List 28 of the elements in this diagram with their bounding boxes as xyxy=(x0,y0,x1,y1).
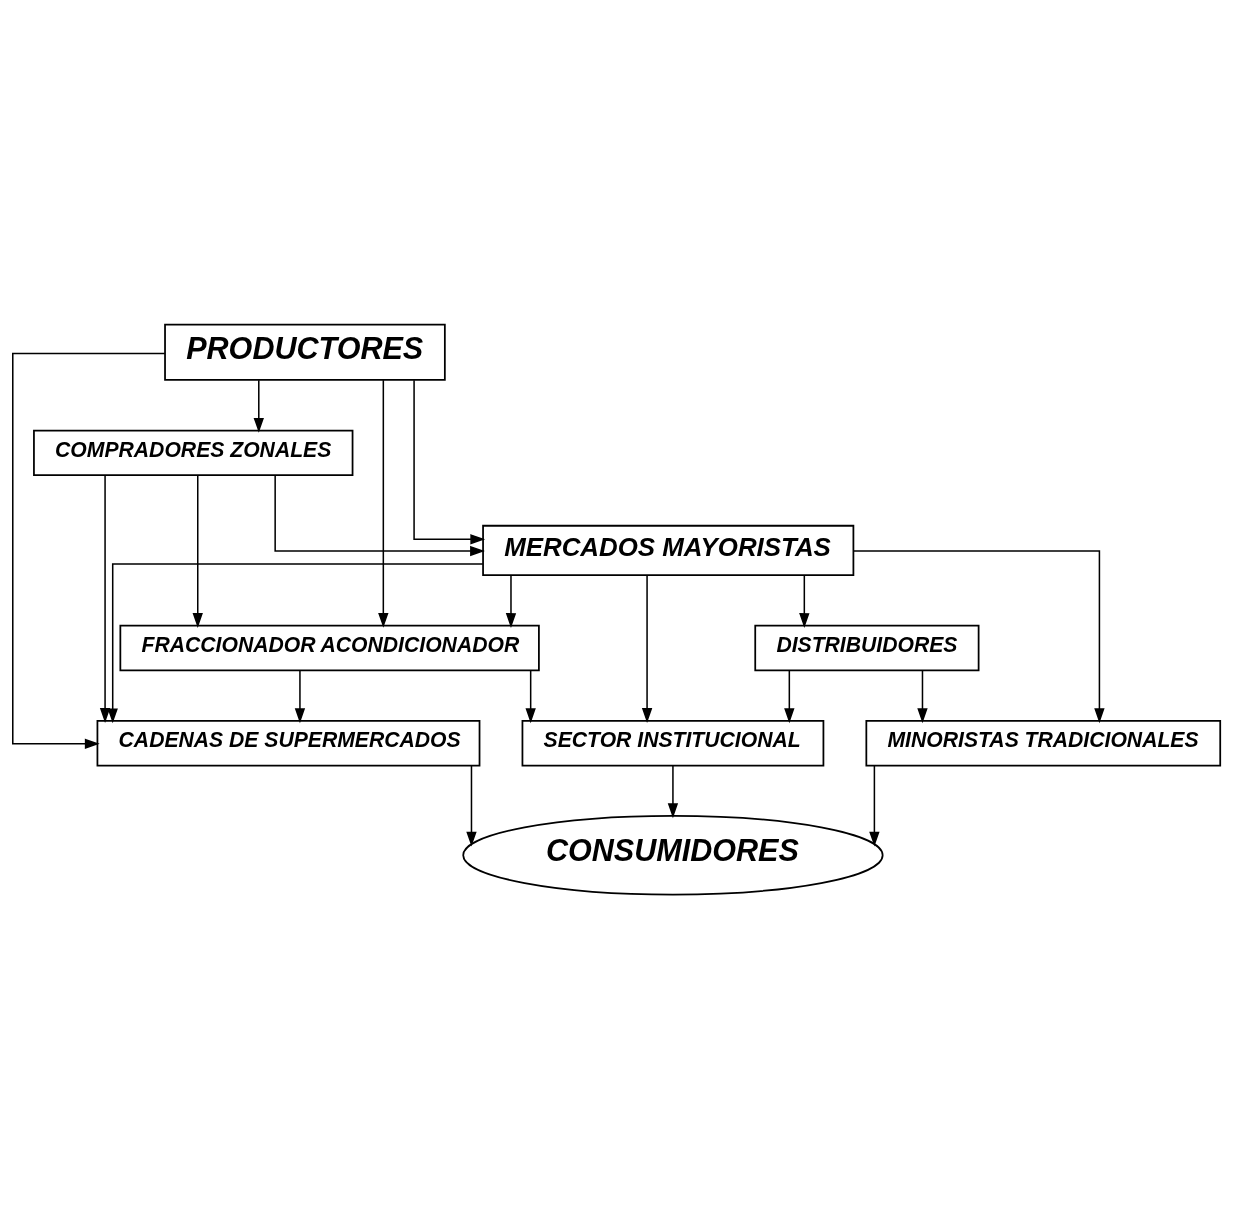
arrow xyxy=(294,669,306,723)
node-box: DISTRIBUIDORES xyxy=(754,624,980,671)
arrow xyxy=(799,574,810,628)
node-box: FRACCIONADOR ACONDICIONADOR xyxy=(119,624,540,671)
node-box: MERCADOS MAYORISTAS xyxy=(482,524,855,576)
arrow xyxy=(466,764,477,846)
node-box: SECTOR INSTITUCIONAL xyxy=(521,719,825,766)
arrow xyxy=(784,669,795,723)
arrow xyxy=(253,379,264,433)
node-box: COMPRADORES ZONALES xyxy=(33,429,354,476)
arrow xyxy=(917,669,928,723)
arrow xyxy=(525,669,536,723)
arrow xyxy=(192,473,203,628)
arrow xyxy=(99,474,111,723)
arrow xyxy=(413,379,486,544)
node-box: MINORISTAS TRADICIONALES xyxy=(865,719,1222,766)
node-box: PRODUCTORES xyxy=(164,323,446,381)
arrow xyxy=(274,474,485,556)
arrow xyxy=(667,764,679,818)
arrow xyxy=(641,574,653,723)
arrow xyxy=(869,764,880,846)
node-box: CADENAS DE SUPERMERCADOS xyxy=(96,719,481,766)
arrow xyxy=(852,549,1105,723)
arrow xyxy=(12,352,166,749)
node-ellipse: CONSUMIDORES xyxy=(462,814,884,895)
arrow xyxy=(107,562,484,723)
arrow xyxy=(505,574,517,628)
arrow xyxy=(378,378,389,628)
